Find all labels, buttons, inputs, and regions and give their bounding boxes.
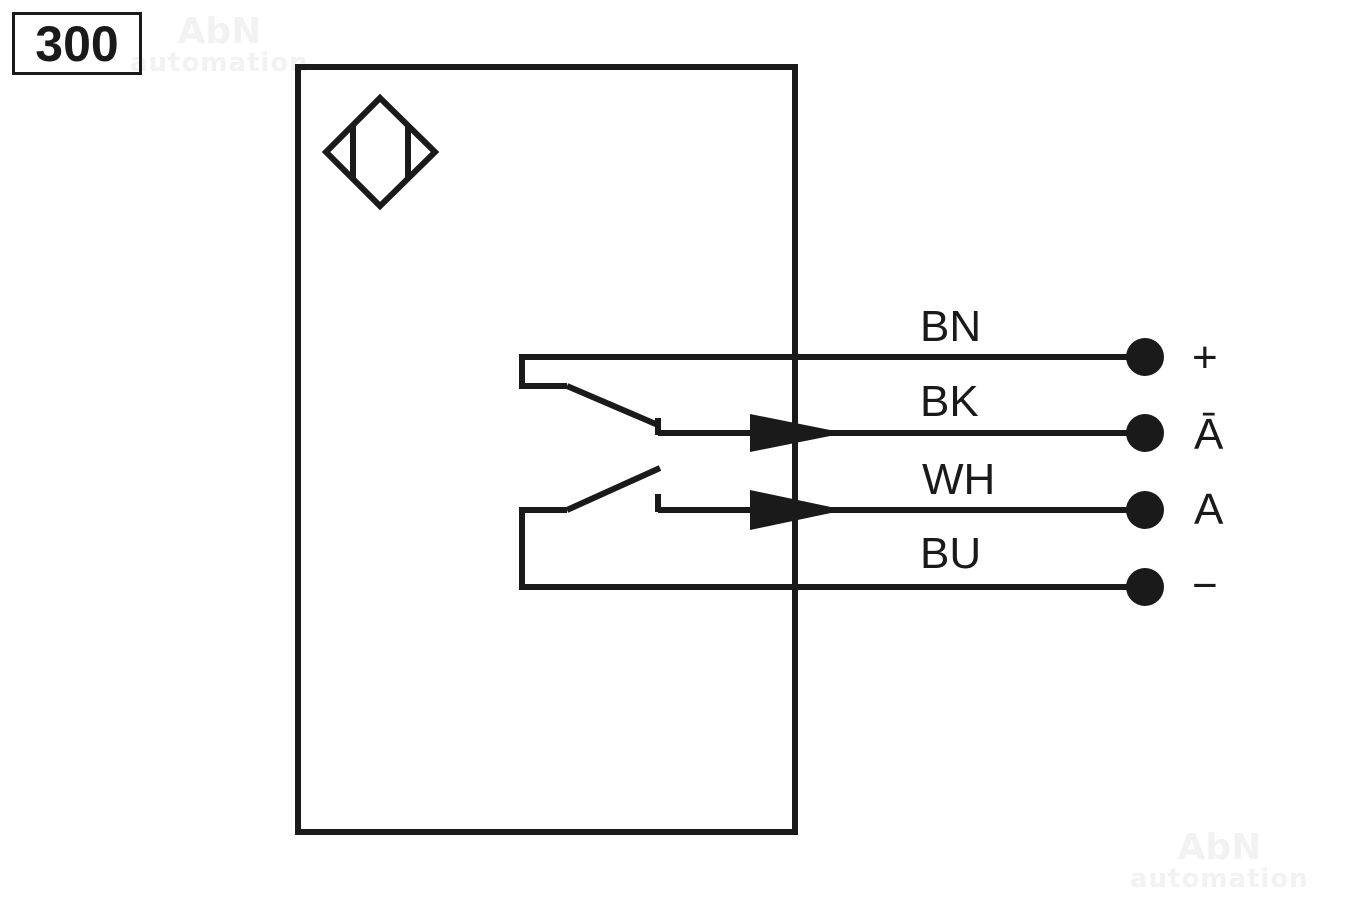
arrow-icon bbox=[750, 490, 845, 530]
arrow-icon bbox=[750, 414, 845, 452]
terminal-label-plus: + bbox=[1192, 333, 1218, 382]
diagram-code-box: 300 bbox=[12, 12, 142, 75]
inductive-sensor-icon bbox=[321, 93, 440, 211]
wire-label-wh: WH bbox=[922, 455, 995, 504]
wire-label-bn: BN bbox=[920, 302, 981, 351]
terminal-label-a: A bbox=[1194, 485, 1224, 534]
wire-label-bu: BU bbox=[920, 529, 981, 578]
wire-wh bbox=[658, 490, 1145, 530]
switch-no bbox=[565, 465, 662, 513]
switch-nc bbox=[565, 383, 661, 435]
terminal-label-minus: − bbox=[1192, 561, 1218, 610]
watermark-line1: AbN bbox=[1177, 827, 1262, 868]
wire-bk bbox=[658, 414, 1145, 452]
watermark-line1: AbN bbox=[177, 11, 262, 52]
watermark-line2: automation bbox=[130, 48, 309, 78]
terminal-dot bbox=[1126, 338, 1164, 376]
terminal-dot bbox=[1126, 491, 1164, 529]
sensor-housing bbox=[295, 64, 798, 835]
wire-label-bk: BK bbox=[920, 377, 979, 426]
terminal-dot bbox=[1126, 568, 1164, 606]
wire-bu bbox=[519, 507, 1145, 590]
wire-bn bbox=[519, 354, 1145, 389]
terminal-label-a-bar: Ā bbox=[1194, 410, 1224, 459]
watermark-line2: automation bbox=[1130, 864, 1309, 894]
watermark-bottom: AbN automation bbox=[1130, 827, 1309, 894]
watermark-top: AbN automation bbox=[130, 11, 309, 78]
diagram-code: 300 bbox=[35, 15, 119, 72]
terminal-dot bbox=[1126, 414, 1164, 452]
